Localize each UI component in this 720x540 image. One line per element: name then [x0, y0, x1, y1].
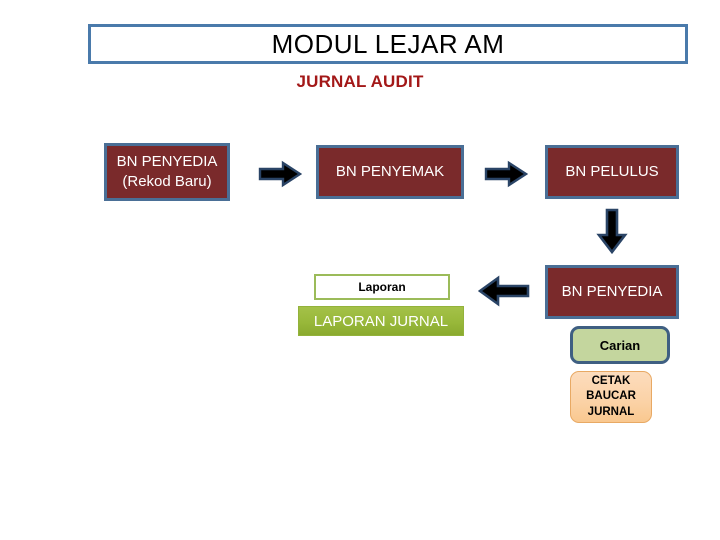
node-label: LAPORAN JURNAL — [313, 312, 449, 330]
node-cetak-baucar-jurnal[interactable]: CETAK BAUCAR JURNAL — [570, 371, 652, 423]
node-label: Laporan — [358, 280, 406, 294]
node-label: BN PENYEMAK — [335, 162, 445, 180]
subtitle-jurnal-audit: JURNAL AUDIT — [296, 72, 424, 91]
node-label-line1: CETAK — [591, 375, 631, 388]
node-label: BN PELULUS — [565, 162, 659, 180]
node-label-line2: (Rekod Baru) — [122, 173, 212, 190]
node-label: BN PENYEDIA — [561, 282, 663, 300]
node-label-line3: JURNAL — [587, 405, 635, 418]
page-title: MODUL LEJAR AM — [271, 28, 505, 59]
node-bn-penyemak[interactable]: BN PENYEMAK — [316, 145, 464, 199]
node-laporan[interactable]: Laporan — [314, 274, 450, 300]
node-carian[interactable]: Carian — [570, 326, 670, 364]
node-bn-penyedia[interactable]: BN PENYEDIA — [545, 265, 679, 319]
node-laporan-jurnal[interactable]: LAPORAN JURNAL — [298, 306, 464, 336]
title-box: MODUL LEJAR AM — [88, 24, 688, 64]
arrow-down-icon — [596, 208, 628, 255]
node-label-line1: BN PENYEDIA — [116, 152, 218, 170]
node-bn-penyedia-rekod-baru[interactable]: BN PENYEDIA (Rekod Baru) — [104, 143, 230, 201]
arrow-right-icon — [258, 160, 303, 188]
node-label: Carian — [599, 337, 641, 353]
node-bn-pelulus[interactable]: BN PELULUS — [545, 145, 679, 199]
node-label-line2: BAUCAR — [586, 390, 636, 403]
arrow-left-icon — [477, 275, 530, 307]
arrow-right-icon — [484, 160, 529, 188]
